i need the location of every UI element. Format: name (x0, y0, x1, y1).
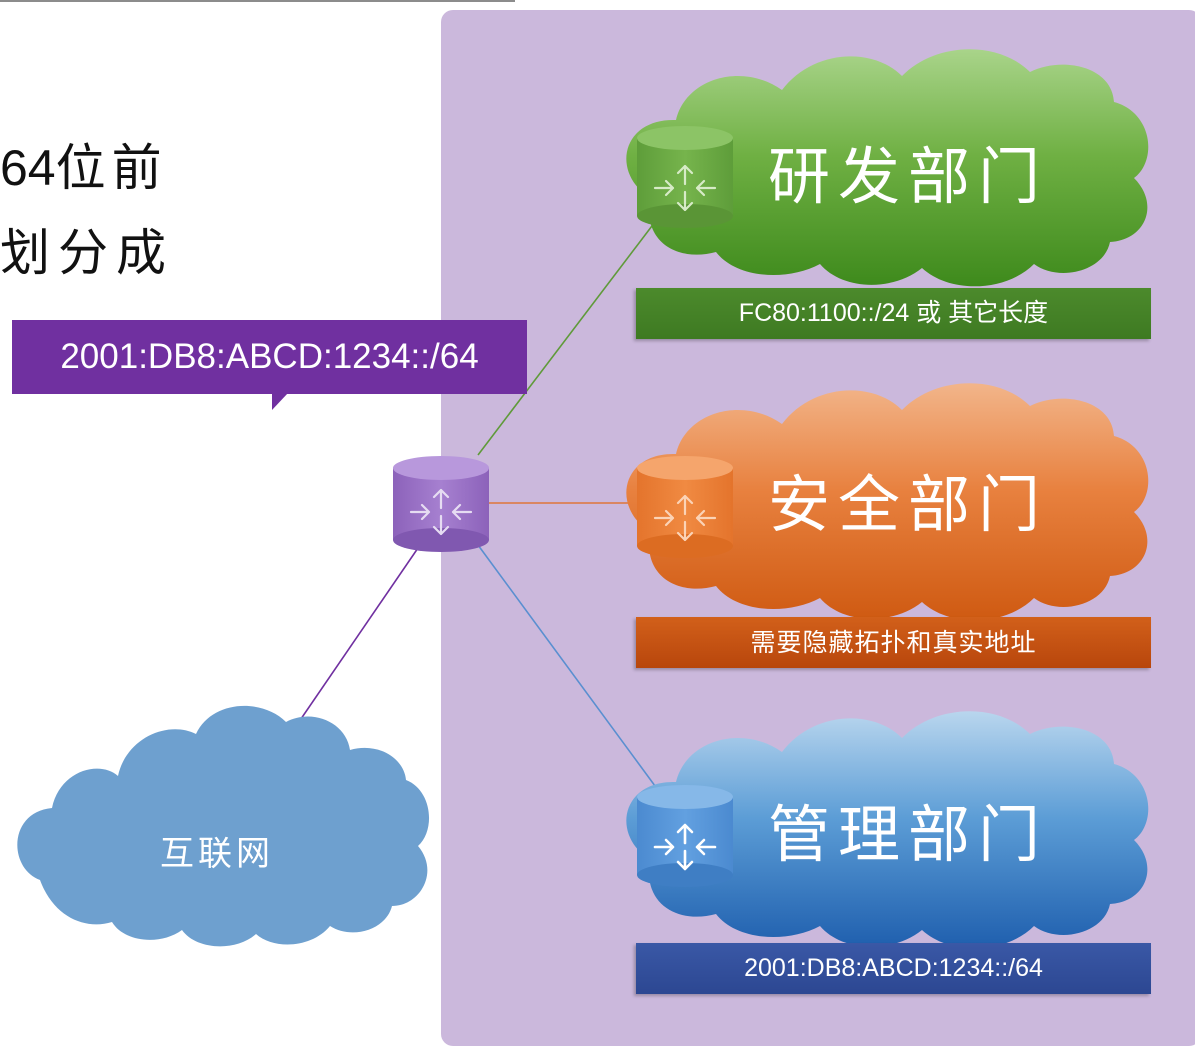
intro-line-1-text: 位前 (55, 139, 168, 197)
prefix-callout (12, 320, 527, 394)
core-router-icon (393, 456, 489, 552)
security-prefix-label: 需要隐藏拓扑和真实地址 (636, 617, 1151, 668)
top-rule (0, 0, 515, 2)
security-router-icon (637, 456, 733, 558)
link-to-internet (291, 547, 419, 733)
mgmt-prefix-label: 2001:DB8:ABCD:1234::/64 (636, 943, 1151, 994)
intro-line-1-number: 64 (0, 140, 56, 196)
mgmt-cloud (626, 711, 1149, 949)
intro-line-2: 划分成 (0, 224, 174, 282)
dept-name-mgmt: 管理部门 (768, 798, 1049, 871)
internet-label: 互联网 (160, 834, 274, 874)
rd-router-icon (637, 126, 733, 228)
intro-line-1: 64位前 (0, 143, 168, 193)
callout-prefix-text: 2001:DB8:ABCD:1234::/64 (60, 337, 479, 376)
dept-name-security: 安全部门 (768, 468, 1049, 541)
rd-prefix-label: FC80:1100::/24 或 其它长度 (636, 288, 1151, 339)
security-cloud (626, 383, 1149, 621)
dept-name-rd: 研发部门 (768, 140, 1049, 213)
callout-pointer (272, 393, 288, 410)
mgmt-router-icon (637, 785, 733, 887)
link-to-rd (477, 217, 659, 456)
internet-cloud (17, 705, 430, 947)
link-to-mgmt (477, 544, 659, 791)
rd-cloud (626, 49, 1149, 287)
